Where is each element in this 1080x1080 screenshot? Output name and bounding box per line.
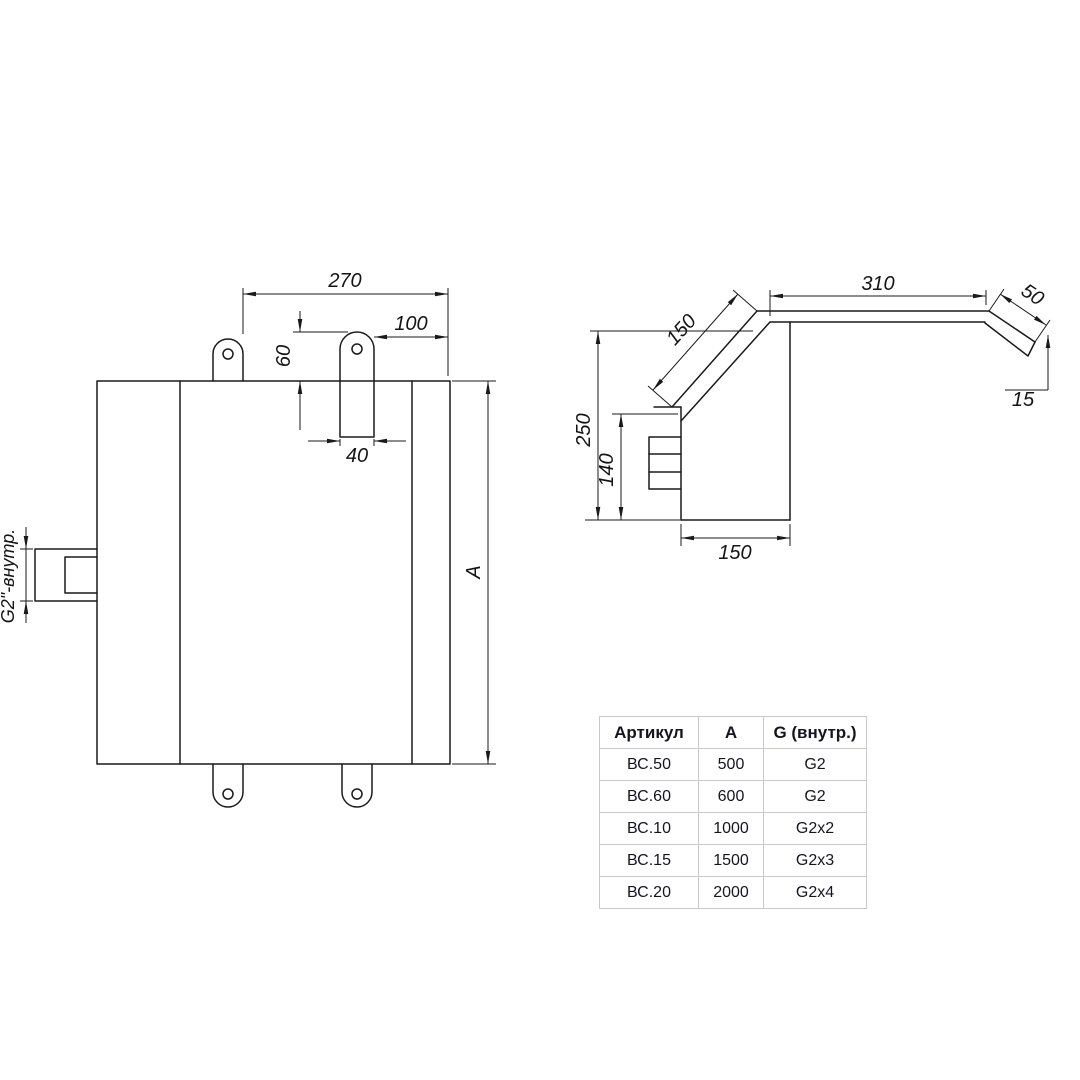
dim-60-label: 60 xyxy=(273,345,295,367)
cell-article: ВС.10 xyxy=(599,812,699,845)
dim-thread-label: G2"-внутр. xyxy=(0,529,18,624)
dim-50-label: 50 xyxy=(1017,280,1048,311)
table-row: ВС.60 600 G2 xyxy=(599,780,867,813)
dim-270-label: 270 xyxy=(327,270,361,292)
mount-hole-bottom-right xyxy=(351,788,363,800)
bracket-tip xyxy=(984,310,1036,357)
table-header-row: Артикул А G (внутр.) xyxy=(599,716,867,749)
dim-250-ext xyxy=(585,330,753,521)
side-fitting-nut-lines xyxy=(648,453,682,473)
cell-article: ВС.20 xyxy=(599,876,699,909)
dim-310-label: 310 xyxy=(861,273,894,295)
mount-ear-top-left xyxy=(212,338,244,382)
table-row: ВС.15 1500 G2x3 xyxy=(599,844,867,877)
side-fitting-outline xyxy=(648,436,682,490)
dim-100-label: 100 xyxy=(394,313,427,335)
size-table-body: ВС.50 500 G2 ВС.60 600 G2 ВС.10 1000 G2x… xyxy=(599,748,867,909)
table-row: ВС.20 2000 G2x4 xyxy=(599,876,867,909)
mount-tab-top-center xyxy=(339,331,375,438)
cell-g: G2x2 xyxy=(763,812,867,845)
pipe-fitting-outline xyxy=(34,548,98,602)
cell-article: ВС.60 xyxy=(599,780,699,813)
dim-150-bottom-label: 150 xyxy=(718,542,751,564)
cell-g: G2x3 xyxy=(763,844,867,877)
mount-hole-top-center xyxy=(351,343,363,355)
cell-a: 600 xyxy=(698,780,764,813)
cell-g: G2 xyxy=(763,748,867,781)
cell-article: ВС.50 xyxy=(599,748,699,781)
dim-A-label: А xyxy=(463,565,485,579)
mount-ear-bottom-left xyxy=(212,763,244,808)
cell-g: G2x4 xyxy=(763,876,867,909)
dim-50-ext xyxy=(988,288,1051,343)
dim-15-label: 15 xyxy=(1012,389,1035,411)
dim-150-bottom-ext xyxy=(680,524,791,546)
cell-a: 2000 xyxy=(698,876,764,909)
cell-a: 500 xyxy=(698,748,764,781)
size-table: Артикул А G (внутр.) ВС.50 500 G2 ВС.60 … xyxy=(599,716,867,909)
cell-a: 1500 xyxy=(698,844,764,877)
pipe-fitting-nut xyxy=(64,556,98,594)
cell-g: G2 xyxy=(763,780,867,813)
mount-ear-bottom-right xyxy=(341,763,373,808)
dim-40-label: 40 xyxy=(346,445,368,467)
bracket-diagonal-lower xyxy=(680,321,771,422)
front-view: 270 100 60 40 А G2"-внутр. xyxy=(0,270,496,808)
size-table-header: Артикул А G (внутр.) xyxy=(599,716,867,749)
side-view: 310 50 150 250 140 15 150 xyxy=(573,273,1051,564)
col-header-a: А xyxy=(698,716,764,749)
dim-50-line xyxy=(999,293,1047,326)
dim-140-label: 140 xyxy=(596,453,618,486)
table-row: ВС.50 500 G2 xyxy=(599,748,867,781)
cell-article: ВС.15 xyxy=(599,844,699,877)
cell-a: 1000 xyxy=(698,812,764,845)
table-row: ВС.10 1000 G2x2 xyxy=(599,812,867,845)
dim-150-diag-ext xyxy=(647,289,758,408)
col-header-article: Артикул xyxy=(599,716,699,749)
dim-150-diag-label: 150 xyxy=(662,310,701,350)
dim-250-label: 250 xyxy=(573,413,595,447)
dim-150-diag-line xyxy=(652,293,739,391)
mount-hole-top-left xyxy=(222,348,234,360)
col-header-g: G (внутр.) xyxy=(763,716,867,749)
tank-body-outline xyxy=(96,380,451,765)
mount-hole-bottom-left xyxy=(222,788,234,800)
